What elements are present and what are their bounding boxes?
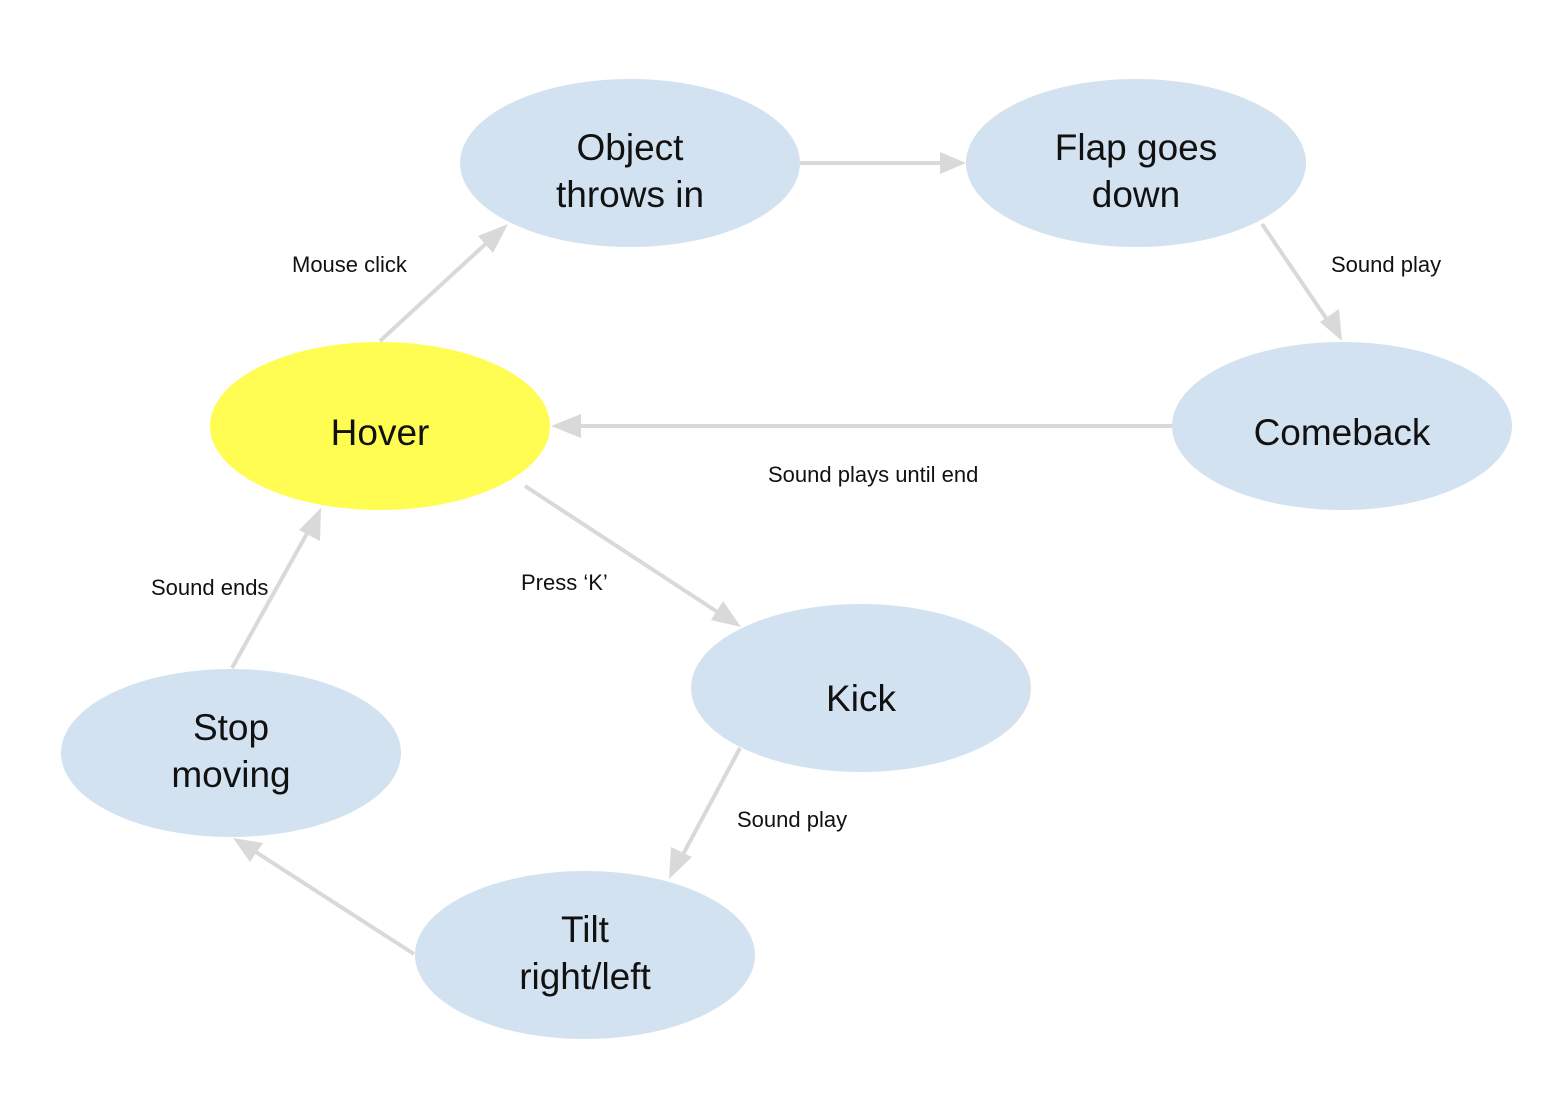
node-hover: Hover [210,342,550,510]
node-comeback: Comeback [1172,342,1512,510]
node-flap-goes-down-line-2: down [1092,174,1180,215]
edge-label-sound-ends: Sound ends [151,575,268,600]
edge-label-press-k: Press ‘K’ [521,570,608,595]
edge-stop-to-hover [230,508,321,669]
edge-flap-to-comeback [1260,222,1342,341]
node-comeback-shape [1172,342,1512,510]
edge-tilt-to-stop [233,838,416,956]
node-stop-moving-line-2: moving [171,754,290,795]
edge-hover-to-object [378,224,508,343]
edge-kick-to-tilt [669,747,742,879]
edge-object-to-flap [800,152,966,174]
edge-label-mouse-click: Mouse click [292,252,408,277]
node-flap-goes-down-shape [966,79,1306,247]
edge-comeback-to-hover [551,414,1172,438]
node-object-throws-in-shape [460,79,800,247]
node-tilt-right-left: Tilt right/left [415,871,755,1039]
node-tilt-right-left-shape [415,871,755,1039]
node-hover-line-1: Hover [331,412,430,453]
node-tilt-right-left-line-1: Tilt [561,909,610,950]
edge-label-flap-sound-play: Sound play [1331,252,1441,277]
edge-hover-to-kick [523,484,741,627]
node-object-throws-in-line-2: throws in [556,174,704,215]
node-object-throws-in: Object throws in [460,79,800,247]
node-kick: Kick [691,604,1031,772]
node-stop-moving-shape [61,669,401,837]
node-kick-shape [691,604,1031,772]
node-object-throws-in-line-1: Object [577,127,685,168]
edge-label-kick-sound-play: Sound play [737,807,847,832]
node-comeback-line-1: Comeback [1254,412,1431,453]
node-tilt-right-left-line-2: right/left [519,956,651,997]
edge-label-sound-plays-until-end: Sound plays until end [768,462,978,487]
node-hover-shape [210,342,550,510]
node-kick-line-1: Kick [826,678,896,719]
node-flap-goes-down: Flap goes down [966,79,1306,247]
node-flap-goes-down-line-1: Flap goes [1055,127,1218,168]
node-stop-moving-line-1: Stop [193,707,269,748]
node-stop-moving: Stop moving [61,669,401,837]
